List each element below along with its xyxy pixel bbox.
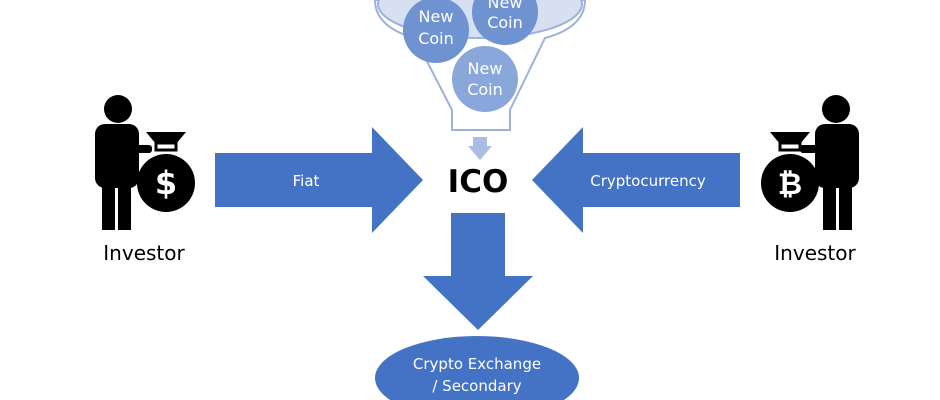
coin-3-shape: [452, 46, 518, 112]
crypto-exchange-shape: [375, 336, 579, 400]
left-investor-arm: [128, 145, 152, 153]
right-investor-bag-symbol: ₿: [778, 167, 802, 202]
right-investor-bag: [761, 154, 819, 212]
cryptocurrency-arrow: [532, 127, 740, 233]
left-investor-head: [104, 95, 132, 123]
coin-2-line2: Coin: [487, 13, 523, 32]
coin-1-line1: New: [419, 7, 454, 26]
left-investor-leg-left: [102, 180, 115, 230]
coin-1-line2: Coin: [418, 29, 454, 48]
center-label: ICO: [448, 164, 509, 200]
right-investor-leg-left: [823, 180, 836, 230]
coin-1-shape: [403, 0, 469, 63]
funnel-down-arrow: [468, 137, 492, 160]
coin-1: New Coin: [403, 0, 469, 63]
left-investor-bag: [137, 154, 195, 212]
left-investor-label: Investor: [103, 241, 185, 265]
right-investor-arm: [800, 145, 824, 153]
coin-2-line1: New: [488, 0, 523, 12]
right-investor-head: [822, 95, 850, 123]
coin-2-shape: [472, 0, 538, 45]
fiat-arrow: [215, 127, 423, 233]
right-investor-bag-neck: [778, 141, 802, 152]
crypto-exchange-node: Crypto Exchange / Secondary: [375, 336, 579, 400]
cryptocurrency-arrow-label: Cryptocurrency: [590, 172, 706, 190]
coin-3: New Coin: [452, 46, 518, 112]
left-investor-icon: [95, 95, 195, 230]
right-investor-torso: [815, 124, 859, 188]
left-investor-bag-symbol: $: [155, 164, 177, 202]
crypto-exchange-line2: / Secondary: [432, 377, 521, 395]
fiat-arrow-label: Fiat: [293, 172, 320, 190]
right-investor-label: Investor: [774, 241, 856, 265]
coin-3-line2: Coin: [467, 80, 503, 99]
exchange-down-arrow: [423, 213, 533, 330]
left-investor-leg-right: [118, 180, 131, 230]
left-investor-torso: [95, 124, 139, 188]
right-investor-icon: [761, 95, 859, 230]
coin-2: New Coin: [472, 0, 538, 45]
right-investor-bag-top: [770, 132, 810, 144]
crypto-exchange-line1: Crypto Exchange: [413, 355, 541, 373]
right-investor-leg-right: [839, 180, 852, 230]
coin-3-line1: New: [468, 59, 503, 78]
left-investor-bag-neck: [154, 141, 178, 152]
left-investor-bag-top: [146, 132, 186, 144]
